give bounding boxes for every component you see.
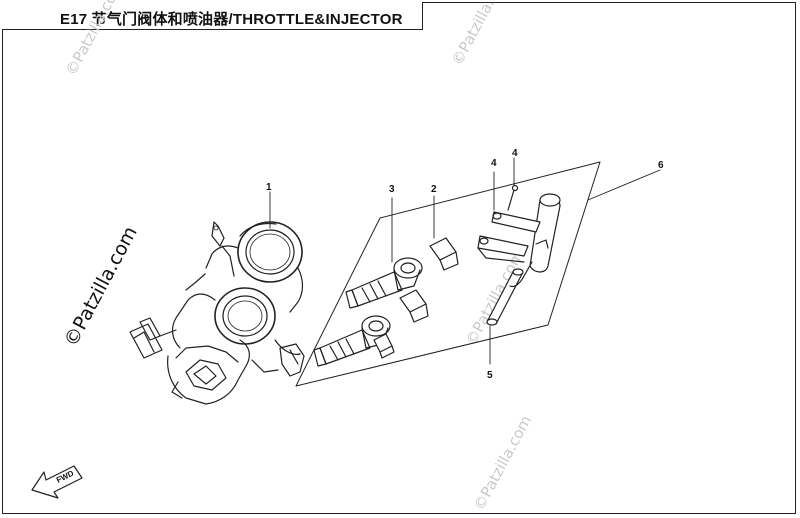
injector-group-outline: [295, 161, 601, 387]
callout-6: 6: [658, 160, 664, 171]
bolt-upper[interactable]: [507, 157, 519, 211]
fuel-pipe[interactable]: [486, 268, 524, 365]
diagram-title: E17 节气门阀体和喷油器/THROTTLE&INJECTOR: [60, 11, 403, 28]
throttle-body[interactable]: [129, 191, 305, 405]
injector-clip-lower[interactable]: [399, 289, 429, 323]
callout-1: 1: [266, 182, 272, 193]
callout-5: 5: [487, 370, 493, 381]
injector-upper[interactable]: [345, 197, 423, 309]
callout-4a: 4: [491, 158, 497, 169]
fuel-rail[interactable]: [477, 169, 661, 288]
injector-lower[interactable]: [313, 315, 391, 367]
injector-connector[interactable]: [373, 333, 395, 359]
title-box: E17 节气门阀体和喷油器/THROTTLE&INJECTOR: [2, 2, 423, 30]
callout-2: 2: [431, 184, 437, 195]
forward-direction-arrow: FWD: [31, 465, 83, 499]
callout-3: 3: [389, 184, 395, 195]
callout-4b: 4: [512, 148, 518, 159]
injector-clip-upper[interactable]: [429, 195, 459, 271]
